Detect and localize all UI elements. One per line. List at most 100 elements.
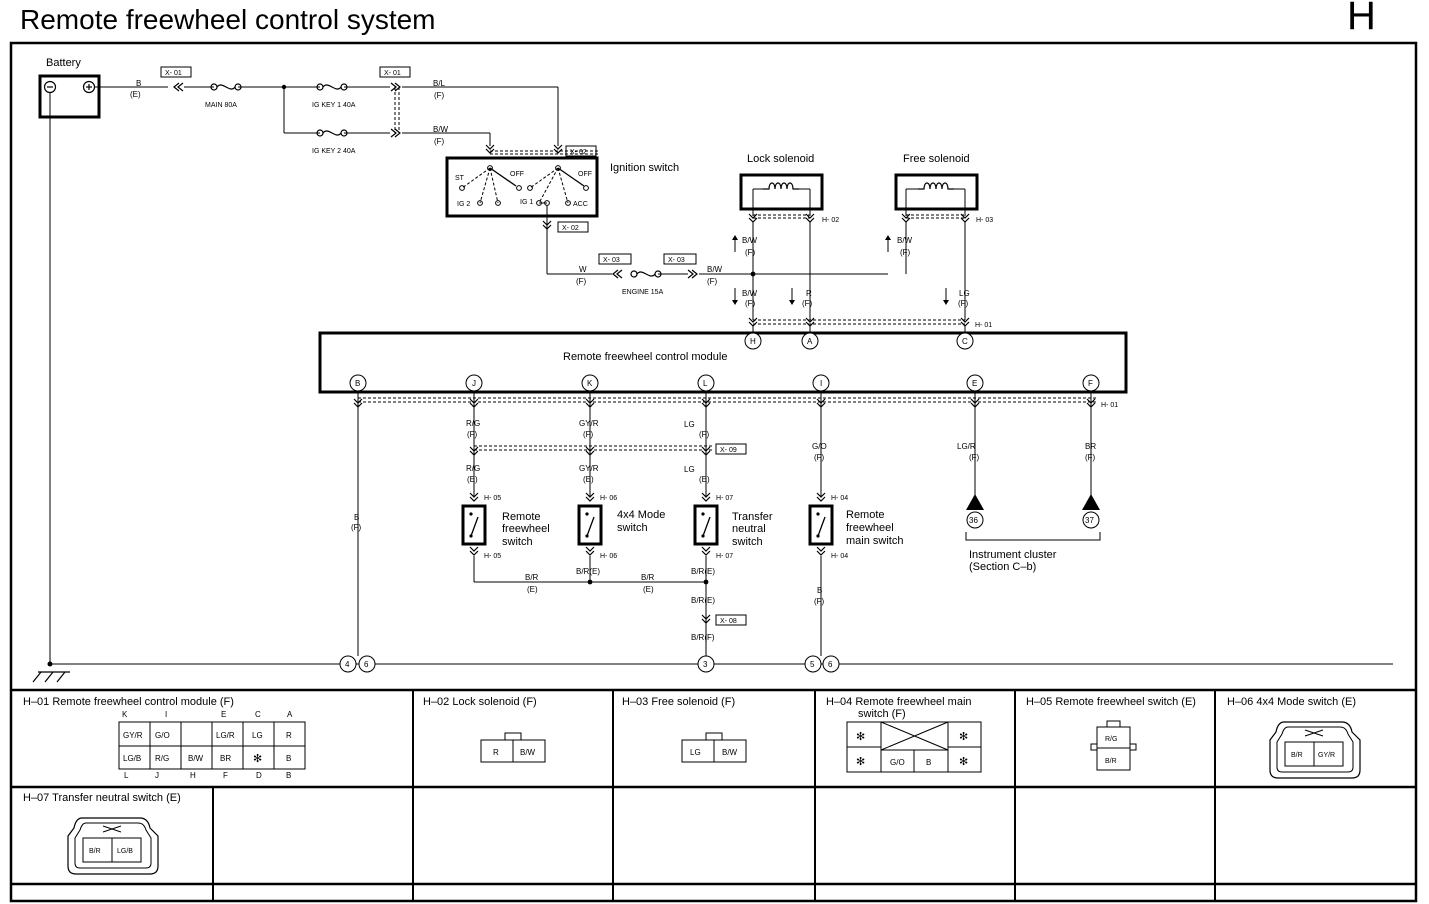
svg-text:B/R: B/R bbox=[641, 573, 655, 582]
svg-text:H- 04: H- 04 bbox=[831, 495, 848, 502]
svg-text:R/G: R/G bbox=[466, 419, 480, 428]
svg-text:B/W: B/W bbox=[188, 754, 204, 763]
svg-text:X- 08: X- 08 bbox=[720, 618, 737, 625]
svg-text:(F): (F) bbox=[745, 248, 756, 257]
svg-text:✻: ✻ bbox=[856, 756, 865, 768]
svg-text:H–07 Transfer neutral switch: H–07 Transfer neutral switch (E) bbox=[23, 792, 181, 804]
svg-text:switch: switch bbox=[732, 536, 763, 548]
control-module-label: Remote freewheel control module bbox=[563, 351, 727, 363]
svg-text:(E): (E) bbox=[643, 585, 654, 594]
diagram-frame bbox=[9, 41, 1418, 903]
module-terminals-top: H A C bbox=[744, 332, 974, 350]
svg-text:B/W: B/W bbox=[742, 236, 758, 245]
svg-text:(F): (F) bbox=[969, 453, 980, 462]
svg-text:A: A bbox=[287, 710, 293, 719]
svg-text:IG KEY 1 40A: IG KEY 1 40A bbox=[312, 102, 356, 109]
svg-text:IG KEY 2 40A: IG KEY 2 40A bbox=[312, 148, 356, 155]
svg-text:OFF: OFF bbox=[510, 171, 524, 178]
cluster-terminal-37-icon bbox=[1082, 494, 1100, 510]
svg-text:X- 03: X- 03 bbox=[603, 257, 620, 264]
svg-text:Remote: Remote bbox=[502, 511, 541, 523]
ignition-switch-label: Ignition switch bbox=[610, 162, 679, 174]
svg-text:(F): (F) bbox=[802, 299, 813, 308]
svg-text:✻: ✻ bbox=[856, 731, 865, 743]
svg-text:X- 02: X- 02 bbox=[562, 225, 579, 232]
svg-text:H- 05: H- 05 bbox=[484, 553, 501, 560]
svg-text:Transfer: Transfer bbox=[732, 511, 773, 523]
svg-text:(Section C–b): (Section C–b) bbox=[969, 561, 1036, 573]
svg-text:H- 06: H- 06 bbox=[600, 495, 617, 502]
svg-text:neutral: neutral bbox=[732, 523, 766, 535]
transfer-neutral-switch-icon bbox=[693, 504, 719, 546]
svg-text:W: W bbox=[579, 265, 587, 274]
remote-freewheel-main-switch-icon bbox=[808, 504, 834, 546]
svg-text:switch: switch bbox=[617, 522, 648, 534]
svg-text:L: L bbox=[703, 379, 708, 388]
connector-h05: H–05 Remote freewheel switch (E) R/G B/R bbox=[1026, 696, 1196, 771]
module-terminals-bottom: B J K L I E F bbox=[349, 374, 1100, 392]
svg-text:G/O: G/O bbox=[155, 731, 170, 740]
svg-text:(F): (F) bbox=[745, 299, 756, 308]
svg-text:LG/B: LG/B bbox=[117, 848, 133, 855]
svg-text:H- 07: H- 07 bbox=[716, 495, 733, 502]
svg-text:X- 01: X- 01 bbox=[165, 70, 182, 77]
connector-h03: H–03 Free solenoid (F) LG B/W bbox=[622, 696, 747, 763]
svg-text:IG 2: IG 2 bbox=[457, 201, 470, 208]
svg-text:L: L bbox=[124, 771, 129, 780]
svg-text:C: C bbox=[962, 337, 968, 346]
svg-text:R/G: R/G bbox=[466, 464, 480, 473]
svg-text:H–05 Remote freewheel switch: H–05 Remote freewheel switch (E) bbox=[1026, 696, 1196, 708]
svg-text:E: E bbox=[972, 379, 977, 388]
svg-text:B/R: B/R bbox=[1291, 752, 1303, 759]
svg-text:J: J bbox=[155, 771, 159, 780]
svg-text:ENGINE 15A: ENGINE 15A bbox=[622, 289, 664, 296]
svg-text:H–03 Free solenoid (F): H–03 Free solenoid (F) bbox=[622, 696, 735, 708]
svg-text:H- 04: H- 04 bbox=[831, 553, 848, 560]
svg-text:H- 01: H- 01 bbox=[1101, 402, 1118, 409]
svg-text:switch (F): switch (F) bbox=[858, 708, 906, 720]
svg-text:B/L: B/L bbox=[433, 79, 446, 88]
svg-text:LG/R: LG/R bbox=[216, 731, 235, 740]
svg-text:B/R: B/R bbox=[1105, 758, 1117, 765]
svg-text:R/G: R/G bbox=[1105, 736, 1117, 743]
svg-text:B/R(E): B/R(E) bbox=[691, 567, 715, 576]
svg-text:LG: LG bbox=[252, 731, 263, 740]
svg-text:B/W: B/W bbox=[742, 289, 758, 298]
svg-text:✻: ✻ bbox=[959, 756, 968, 768]
svg-text:X- 02: X- 02 bbox=[570, 149, 587, 156]
svg-text:freewheel: freewheel bbox=[502, 523, 550, 535]
svg-text:B/W: B/W bbox=[722, 748, 738, 757]
svg-text:3: 3 bbox=[703, 660, 708, 669]
svg-text:(F): (F) bbox=[814, 453, 825, 462]
svg-text:G/O: G/O bbox=[812, 442, 827, 451]
svg-text:B/R: B/R bbox=[525, 573, 539, 582]
connector-h06: H–06 4x4 Mode switch (E) B/R GY/R bbox=[1227, 696, 1361, 779]
svg-text:5: 5 bbox=[810, 660, 815, 669]
svg-text:B: B bbox=[354, 513, 359, 522]
svg-text:H–01 Remote freewheel control: H–01 Remote freewheel control module (F) bbox=[23, 696, 234, 708]
svg-text:H- 06: H- 06 bbox=[600, 553, 617, 560]
svg-text:GY/R: GY/R bbox=[123, 731, 143, 740]
svg-text:B/R(E): B/R(E) bbox=[576, 567, 600, 576]
battery: Battery bbox=[38, 57, 101, 119]
svg-text:D: D bbox=[256, 771, 262, 780]
svg-text:B: B bbox=[817, 586, 822, 595]
svg-text:main switch: main switch bbox=[846, 535, 903, 547]
svg-text:R: R bbox=[286, 731, 292, 740]
ground-points: 4 6 3 5 6 bbox=[339, 655, 840, 673]
svg-text:B/W: B/W bbox=[520, 748, 536, 757]
svg-text:(E): (E) bbox=[583, 475, 594, 484]
svg-text:ACC: ACC bbox=[573, 201, 588, 208]
svg-text:(E): (E) bbox=[467, 475, 478, 484]
control-module: Remote freewheel control module bbox=[318, 331, 1128, 394]
free-solenoid-label: Free solenoid bbox=[903, 153, 970, 165]
svg-text:36: 36 bbox=[969, 516, 978, 525]
lock-solenoid: Lock solenoid bbox=[739, 153, 824, 216]
svg-text:(F): (F) bbox=[699, 430, 710, 439]
svg-text:B/W: B/W bbox=[707, 265, 723, 274]
svg-text:(F): (F) bbox=[814, 597, 825, 606]
svg-text:H–02 Lock solenoid (F): H–02 Lock solenoid (F) bbox=[423, 696, 537, 708]
remote-freewheel-switch-icon bbox=[461, 504, 487, 546]
svg-text:(F): (F) bbox=[434, 91, 445, 100]
